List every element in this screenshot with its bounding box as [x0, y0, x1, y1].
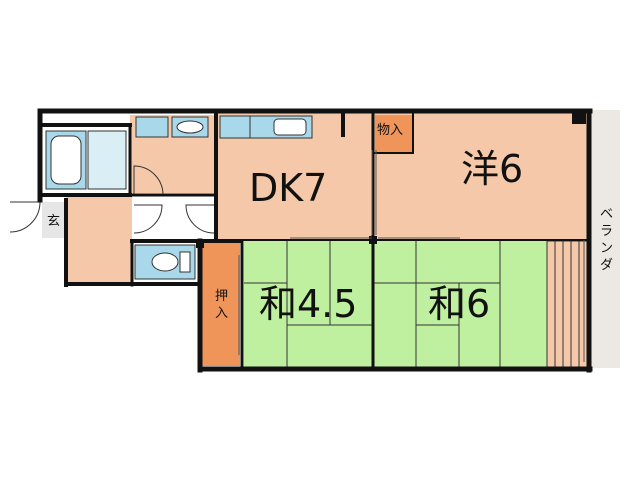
door-swings	[9, 165, 215, 234]
vertical-label-char: 押	[215, 289, 228, 304]
hall-floor-2	[132, 193, 216, 241]
washing-area	[87, 130, 127, 190]
pillar-center	[369, 236, 377, 244]
label-storage-top: 物入	[377, 123, 403, 138]
toilet	[134, 244, 196, 280]
shelf-strips	[546, 240, 588, 368]
label-entrance: 玄	[47, 214, 60, 229]
room-label-japanese-left: 和4.5	[259, 282, 357, 326]
closet-left	[202, 243, 240, 366]
entrance-floor	[42, 202, 66, 238]
storage-top	[375, 115, 413, 152]
vertical-label-char: ラ	[600, 224, 613, 239]
room-label-dk: DK7	[249, 166, 327, 210]
hall-floor	[66, 193, 132, 282]
vertical-label-char: ン	[600, 241, 613, 256]
vertical-label-char: ベ	[600, 207, 613, 222]
label-closet-left: 押入	[215, 289, 228, 321]
kitchen-counter	[219, 115, 313, 139]
pillar-top-right	[572, 110, 586, 124]
tatami-room-left	[244, 241, 373, 367]
tatami-room-right	[373, 241, 547, 367]
washbasin	[135, 116, 209, 138]
room-label-western: 洋6	[461, 147, 523, 191]
pillar-left	[196, 240, 204, 248]
walls	[37, 108, 593, 373]
label-veranda: ベランダ	[600, 207, 613, 273]
room-label-japanese-right: 和6	[428, 282, 490, 326]
veranda-floor	[590, 110, 620, 368]
vertical-label-char: 入	[215, 306, 228, 321]
vertical-label-char: ダ	[600, 258, 613, 273]
bathtub	[45, 130, 87, 190]
sliding-doors	[238, 150, 585, 362]
